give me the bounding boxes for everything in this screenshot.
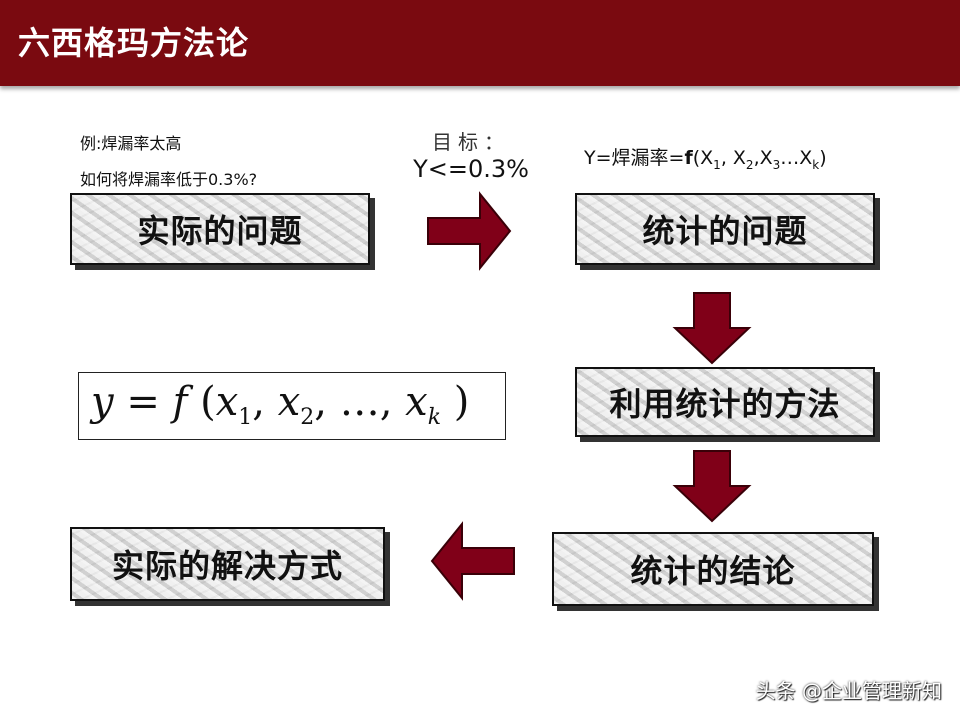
down-arrow-icon <box>672 292 752 365</box>
goal-value: Y<=0.3% <box>413 155 529 183</box>
box-label: 统计的结论 <box>630 552 796 590</box>
subscript-k: k <box>812 157 820 172</box>
formula-sep-b: ,X <box>753 147 773 169</box>
box-statistical-conclusion: 统计的结论 <box>552 532 874 606</box>
function-formula-box: y = f (x1, x2, …, xk ) <box>78 372 506 440</box>
formula-x1: x <box>215 379 239 425</box>
box-practical-problem: 实际的问题 <box>70 193 370 265</box>
formula-x2: x <box>277 379 301 425</box>
subscript-k: k <box>427 405 442 430</box>
watermark: 头条 @企业管理新知 <box>755 679 942 703</box>
box-label: 统计的问题 <box>642 212 808 250</box>
title-bar: 六西格玛方法论 <box>0 0 960 86</box>
left-arrow-icon <box>430 521 515 601</box>
subscript-2: 2 <box>745 157 754 172</box>
formula-equals: = <box>113 379 173 425</box>
formula-f: f <box>684 147 693 169</box>
goal-annotation: 目标： Y<=0.3% <box>410 126 532 183</box>
box-label: 实际的问题 <box>137 212 303 250</box>
formula-f: f <box>172 379 188 425</box>
formula-close: ) <box>819 147 827 169</box>
subscript-3: 3 <box>772 157 781 172</box>
box-statistical-method: 利用统计的方法 <box>575 367 875 437</box>
formula-open-paren: ( <box>187 379 216 425</box>
question-note: 如何将焊漏率低于0.3%? <box>80 170 258 189</box>
function-formula: y = f (x1, x2, …, xk ) <box>91 379 469 430</box>
example-note: 例:焊漏率太高 <box>80 134 182 153</box>
box-label: 实际的解决方式 <box>111 547 343 585</box>
subscript-1: 1 <box>238 405 253 430</box>
formula-comma: , <box>252 379 278 425</box>
box-label: 利用统计的方法 <box>609 385 841 423</box>
right-arrow-icon <box>427 191 512 271</box>
subscript-2: 2 <box>300 405 315 430</box>
formula-y: y <box>91 379 114 425</box>
formula-close-paren: ) <box>441 379 470 425</box>
down-arrow-icon <box>672 450 752 523</box>
box-practical-solution: 实际的解决方式 <box>70 527 385 601</box>
statistical-formula: Y=焊漏率=f(X1, X2,X3…Xk) <box>584 143 827 172</box>
formula-sep-c: …X <box>780 147 813 169</box>
formula-prefix: Y=焊漏率= <box>584 147 685 169</box>
page-title: 六西格玛方法论 <box>18 24 250 62</box>
formula-open: (X <box>692 147 714 169</box>
goal-label: 目标： <box>432 130 510 154</box>
formula-ellipsis: , …, <box>314 379 406 425</box>
formula-sep-a: , X <box>720 147 746 169</box>
formula-xk: x <box>405 379 428 425</box>
box-statistical-problem: 统计的问题 <box>575 193 875 265</box>
subscript-1: 1 <box>713 157 721 172</box>
